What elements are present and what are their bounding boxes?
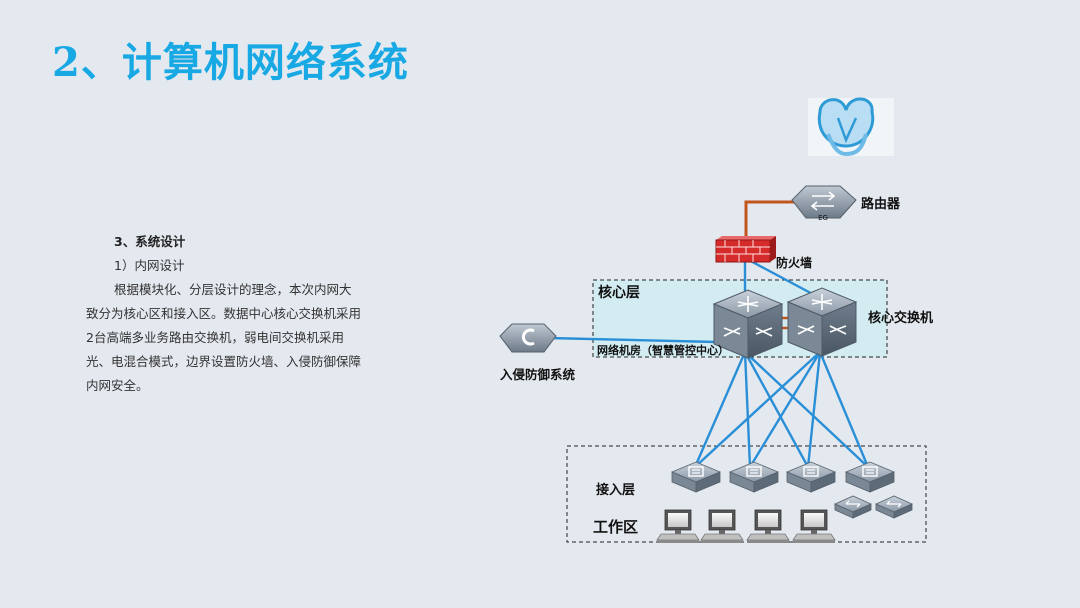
core-switch-icon	[787, 287, 857, 357]
section-body: 根据模块化、分层设计的理念，本次内网大致分为核心区和接入区。数据中心核心交换机采…	[86, 282, 362, 393]
access-layer-zone	[566, 445, 927, 543]
slide-title: 2、计算机网络系统	[52, 39, 409, 86]
access-switch-icon	[786, 461, 836, 493]
firewall-icon	[715, 236, 776, 263]
computer-icon	[746, 509, 790, 544]
router-badge: EG	[818, 214, 828, 222]
computer-icon	[792, 509, 836, 544]
router-label: 路由器	[861, 196, 901, 212]
computer-icon	[700, 509, 744, 544]
firewall-label: 防火墙	[776, 255, 812, 270]
section-subheading: 1）内网设计	[114, 258, 185, 273]
work-area-label: 工作区	[593, 518, 638, 536]
access-switch-icon	[845, 461, 895, 493]
small-switch-icon	[834, 495, 872, 519]
ips-label: 入侵防御系统	[500, 367, 576, 382]
core-layer-label: 核心层	[598, 284, 640, 301]
computer-icon	[656, 509, 700, 544]
core-switch-label: 核心交换机	[868, 310, 933, 326]
access-layer-label: 接入层	[596, 482, 635, 498]
cloud-icon	[808, 97, 894, 156]
wan-link	[744, 200, 798, 236]
ips-icon	[499, 323, 557, 353]
uplink-lines	[547, 256, 870, 468]
design-text-block: 3、系统设计 1）内网设计 根据模块化、分层设计的理念，本次内网大致分为核心区和…	[86, 230, 361, 398]
machine-room-label: 网络机房（智慧管控中心）	[597, 343, 729, 357]
access-switch-icon	[671, 461, 721, 493]
router-icon: EG	[791, 185, 857, 222]
access-switch-icon	[729, 461, 779, 493]
section-heading: 3、系统设计	[114, 234, 186, 249]
small-switch-icon	[875, 495, 913, 519]
